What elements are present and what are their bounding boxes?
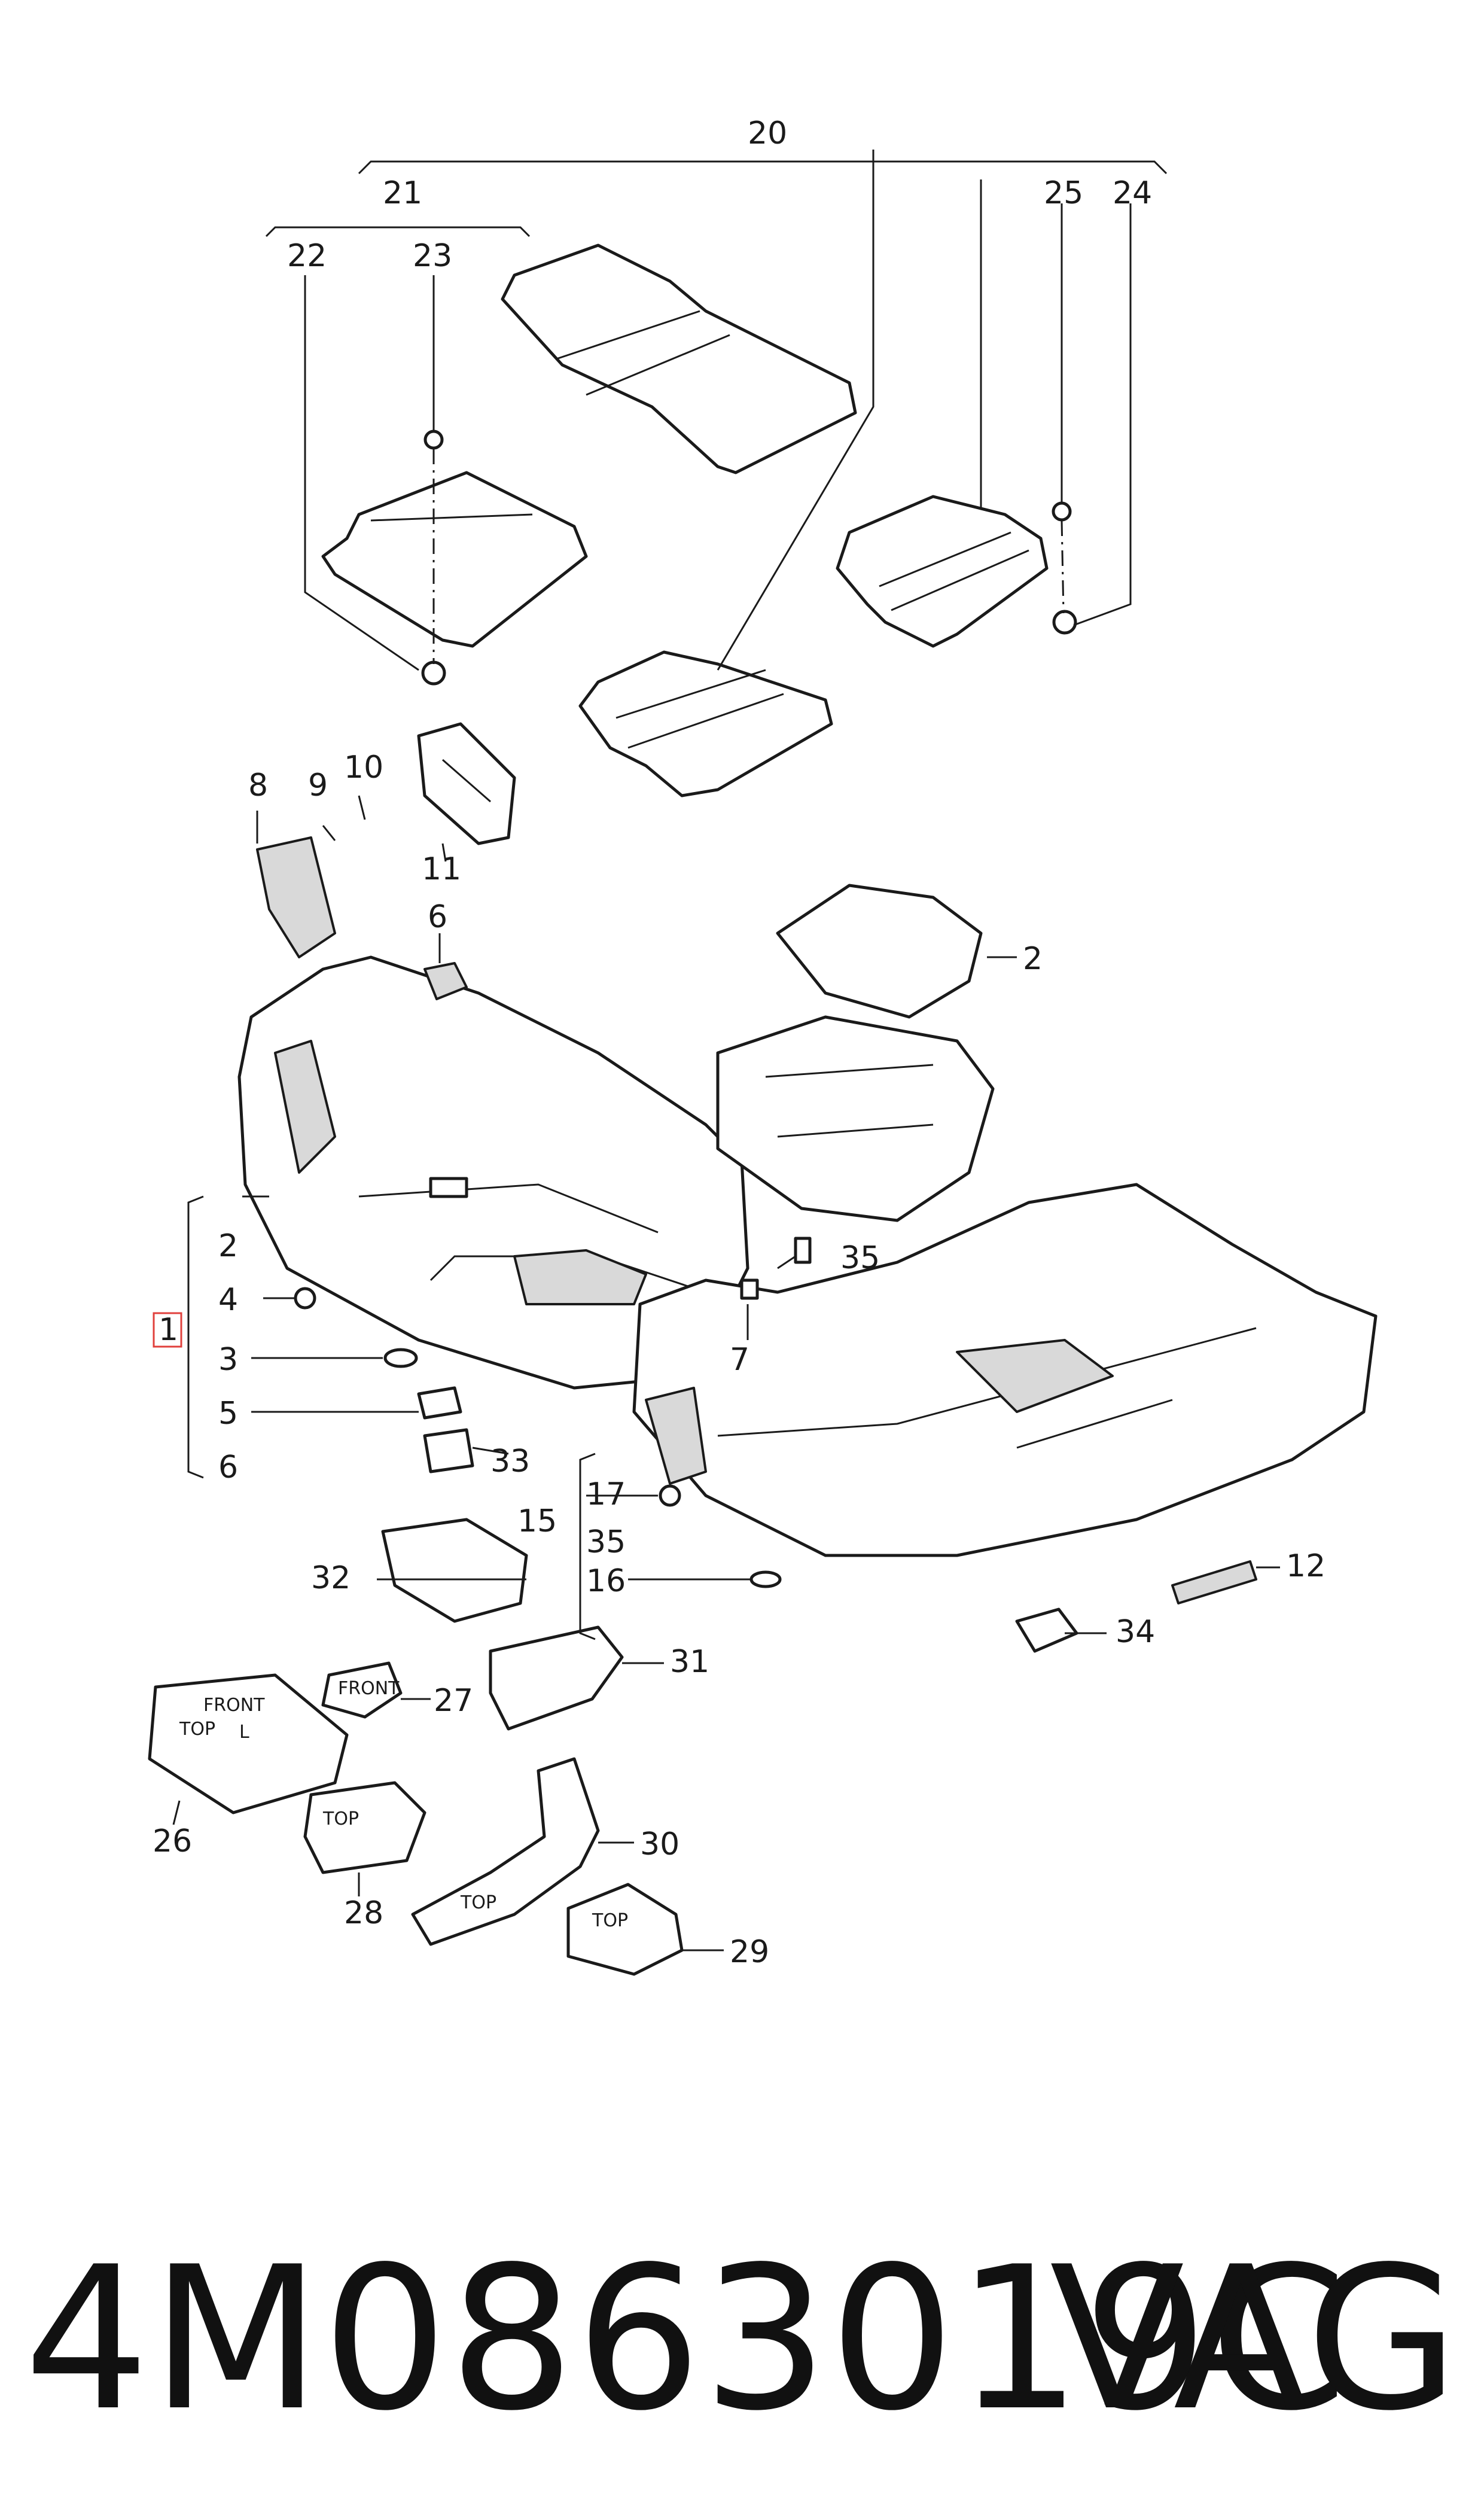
spacer-28: TOP	[303, 1781, 426, 1874]
callout-17: 17	[586, 1476, 626, 1512]
callout-26: 26	[153, 1823, 192, 1859]
embossed-front: FRONT	[203, 1695, 265, 1716]
spacer-27: FRONT	[321, 1661, 403, 1719]
callout-6b: 6	[218, 1450, 238, 1485]
callout-12: 12	[1286, 1548, 1325, 1584]
callout-2b: 2	[218, 1228, 238, 1264]
pad-34	[1015, 1607, 1078, 1653]
callout-29: 29	[730, 1934, 769, 1970]
callout-labels: 20 21 22 23 25 24 8 9 10 11 6 2 1 2 4 3 …	[153, 115, 1325, 1970]
bracket-33	[423, 1428, 474, 1473]
callout-16: 16	[586, 1563, 626, 1599]
svg-text:TOP: TOP	[460, 1892, 496, 1913]
svg-text:TOP: TOP	[592, 1910, 628, 1931]
callout-11: 11	[422, 851, 461, 887]
callout-5: 5	[218, 1396, 238, 1432]
spacer-31	[489, 1625, 624, 1731]
clip-7	[740, 1278, 759, 1300]
svg-text:FRONT: FRONT	[338, 1678, 400, 1699]
spacer-30: TOP	[411, 1757, 600, 1946]
callout-21: 21	[383, 175, 422, 211]
strip-12	[1171, 1560, 1257, 1604]
callout-24: 24	[1113, 175, 1152, 211]
brand-label: VAG	[1049, 2224, 1460, 2454]
heel-pad	[256, 836, 336, 958]
callout-33: 33	[490, 1444, 530, 1479]
floor-mat-front-left	[321, 471, 588, 648]
part-number-bar: 4M0863019C VAG	[0, 2213, 1484, 2465]
callout-4: 4	[218, 1282, 238, 1318]
callout-15: 15	[517, 1503, 557, 1539]
callout-9: 9	[308, 768, 328, 803]
floor-mat-front-right	[501, 243, 857, 474]
callout-35: 35	[840, 1240, 880, 1276]
callout-2: 2	[1023, 941, 1043, 977]
callout-23: 23	[413, 238, 452, 274]
stud-35	[794, 1237, 812, 1264]
callout-10: 10	[344, 750, 383, 785]
grommet-5	[417, 1386, 462, 1420]
middle-floor-carpet	[716, 1015, 995, 1222]
callout-28: 28	[344, 1895, 383, 1931]
embossed-top: TOP	[179, 1719, 215, 1740]
callout-1: 1	[159, 1312, 178, 1348]
callout-25: 25	[1044, 175, 1083, 211]
spacer-26: FRONT TOP L	[148, 1673, 349, 1814]
callout-22: 22	[287, 238, 327, 274]
highlight-box-part-1	[153, 1312, 182, 1348]
callout-7: 7	[730, 1342, 749, 1378]
callout-30: 30	[640, 1826, 679, 1862]
front-floor-carpet	[237, 955, 749, 1390]
part-number: 4M0863019C	[24, 2224, 1349, 2454]
clip-17	[659, 1484, 681, 1507]
callout-32: 32	[311, 1560, 351, 1596]
callout-20: 20	[748, 115, 787, 151]
washer-16	[749, 1570, 782, 1588]
intermediate-mat-2	[776, 884, 983, 1019]
leader-lines	[172, 150, 1280, 1951]
grommet-6	[423, 962, 468, 1000]
clip-4	[294, 1287, 316, 1310]
insulation-tunnel	[417, 722, 516, 845]
callout-27: 27	[434, 1683, 473, 1719]
callout-35b: 35	[586, 1524, 626, 1560]
parts-exploded-diagram: FRONT FRONT TOP L TOP TOP TOP	[148, 115, 1378, 1976]
spacer-32	[381, 1518, 528, 1623]
callout-6: 6	[428, 899, 447, 935]
floor-mat-rear-left	[578, 650, 833, 797]
washer-3	[383, 1348, 418, 1368]
callout-31: 31	[670, 1644, 709, 1680]
callout-8: 8	[248, 768, 268, 803]
embossed-l: L	[239, 1722, 249, 1743]
svg-text:TOP: TOP	[322, 1808, 359, 1829]
callout-3: 3	[218, 1342, 238, 1378]
spacer-29: TOP	[566, 1883, 684, 1976]
floor-mat-rear-right	[836, 495, 1049, 648]
rear-floor-carpet	[632, 1183, 1378, 1557]
floor-mat-retainers	[421, 430, 1077, 686]
callout-34: 34	[1116, 1614, 1155, 1650]
